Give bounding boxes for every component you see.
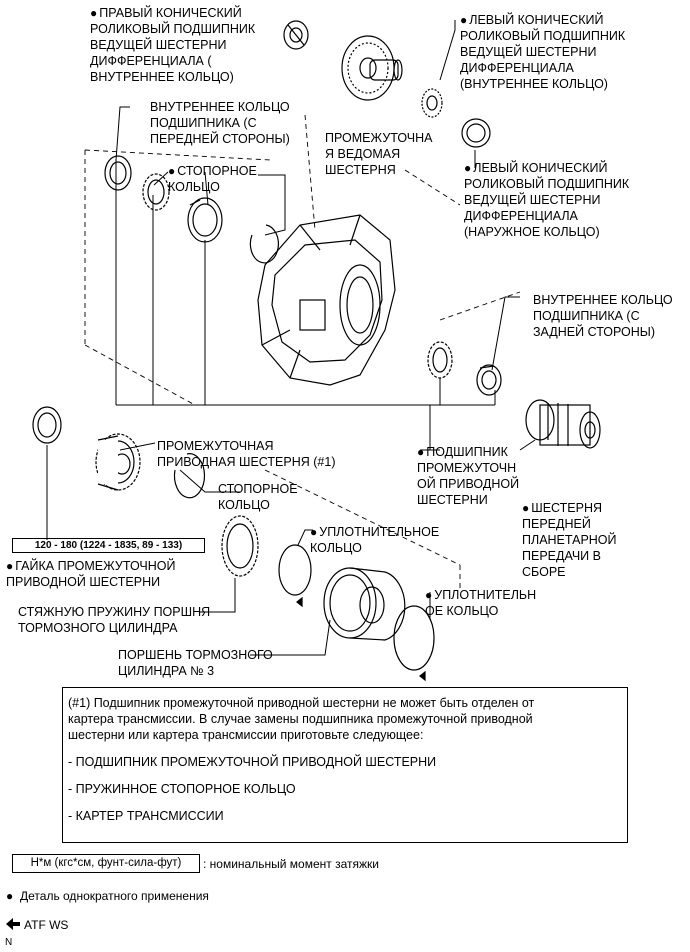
o-ring-1-part [278,544,312,608]
label-brake-piston: ПОРШЕНЬ ТОРМОЗНОГО ЦИЛИНДРА № 3 [118,648,273,678]
return-spring-part [221,515,259,577]
counter-driven-gear-part [341,35,403,101]
label-snap-ring-2: СТОПОРНОЕ КОЛЬЦО [218,482,298,512]
label-bearing-inner-rear: ВНУТРЕННЕЕ КОЛЬЦО ПОДШИПНИКА (С ЗАДНЕЙ С… [533,293,673,339]
bearing-cage-rear-part [427,341,453,379]
bearing-inner-race-rear-part [476,364,502,396]
note-item-3: - КАРТЕР ТРАНСМИССИИ [68,809,224,823]
bearing-inner-race-front-part [104,155,132,191]
label-o-ring-1: УПЛОТНИТЕЛЬНОЕ КОЛЬЦО [310,524,439,556]
o-ring-2-part [393,605,435,682]
dashed-alignment-lines [84,114,521,590]
left-tapered-bearing-inner-part [421,88,443,118]
label-counter-drive-bearing: ПОДШИПНИК ПРОМЕЖУТОЧН ОЙ ПРИВОДНОЙ ШЕСТЕ… [417,444,519,508]
legend-non-reusable: Деталь однократного применения [20,889,209,903]
torque-spec-box: 120 - 180 (1224 - 1835, 89 - 133) [12,538,205,553]
legend-non-reusable-icon: ● [6,889,14,903]
label-counter-drive-nut: ГАЙКА ПРОМЕЖУТОЧНОЙ ПРИВОДНОЙ ШЕСТЕРНИ [6,558,175,590]
snap-ring-2-part [173,453,206,499]
legend-torque-unit: Н*м (кгс*см, фунт-сила-фут) [12,854,200,873]
label-front-planetary: ШЕСТЕРНЯ ПЕРЕДНЕЙ ПЛАНЕТАРНОЙ ПЕРЕДАЧИ В… [522,500,617,580]
label-left-tapered-inner: ЛЕВЫЙ КОНИЧЕСКИЙ РОЛИКОВЫЙ ПОДШИПНИК ВЕД… [460,12,625,92]
label-snap-ring-1: СТОПОРНОЕ КОЛЬЦО [168,163,257,195]
thrust-washer-part [32,406,62,444]
note-line-1: (#1) Подшипник промежуточной приводной ш… [68,696,535,710]
corner-mark: N [5,937,13,948]
atf-arrow-icon [6,918,20,930]
front-planetary-gear-part [525,399,601,449]
note-box: (#1) Подшипник промежуточной приводной ш… [62,687,628,843]
brake-piston-part [323,567,406,641]
right-tapered-bearing-inner-part [283,20,309,50]
legend-torque-desc: : номинальный момент затяжки [203,857,379,871]
note-line-2: картера трансмиссии. В случае замены под… [68,712,533,726]
counter-drive-gear-part [95,433,141,491]
label-bearing-inner-front: ВНУТРЕННЕЕ КОЛЬЦО ПОДШИПНИКА (С ПЕРЕДНЕЙ… [150,100,290,146]
label-counter-drive-gear: ПРОМЕЖУТОЧНАЯ ПРИВОДНАЯ ШЕСТЕРНЯ (#1) [157,439,336,469]
note-line-3: шестерни или картера трансмиссии пригото… [68,728,424,742]
bearing-cage-part [142,173,170,211]
bearing-outer-race-part [187,197,223,243]
note-item-1: - ПОДШИПНИК ПРОМЕЖУТОЧНОЙ ПРИВОДНОЙ ШЕСТ… [68,755,437,769]
label-o-ring-2: УПЛОТНИТЕЛЬН ОЕ КОЛЬЦО [425,587,536,619]
left-tapered-bearing-outer-part [461,118,491,148]
label-left-tapered-outer: ЛЕВЫЙ КОНИЧЕСКИЙ РОЛИКОВЫЙ ПОДШИПНИК ВЕД… [464,160,629,240]
label-return-spring: СТЯЖНУЮ ПРУЖИНУ ПОРШНЯ ТОРМОЗНОГО ЦИЛИНД… [18,605,211,635]
snap-ring-1-part [249,224,279,264]
note-item-2: - ПРУЖИННОЕ СТОПОРНОЕ КОЛЬЦО [68,782,296,796]
label-right-tapered-inner: ПРАВЫЙ КОНИЧЕСКИЙ РОЛИКОВЫЙ ПОДШИПНИК ВЕ… [90,5,255,85]
transmission-case-part [257,214,396,386]
label-counter-driven-gear: ПРОМЕЖУТОЧНА Я ВЕДОМАЯ ШЕСТЕРНЯ [325,131,433,177]
legend-atf: ATF WS [24,918,69,932]
